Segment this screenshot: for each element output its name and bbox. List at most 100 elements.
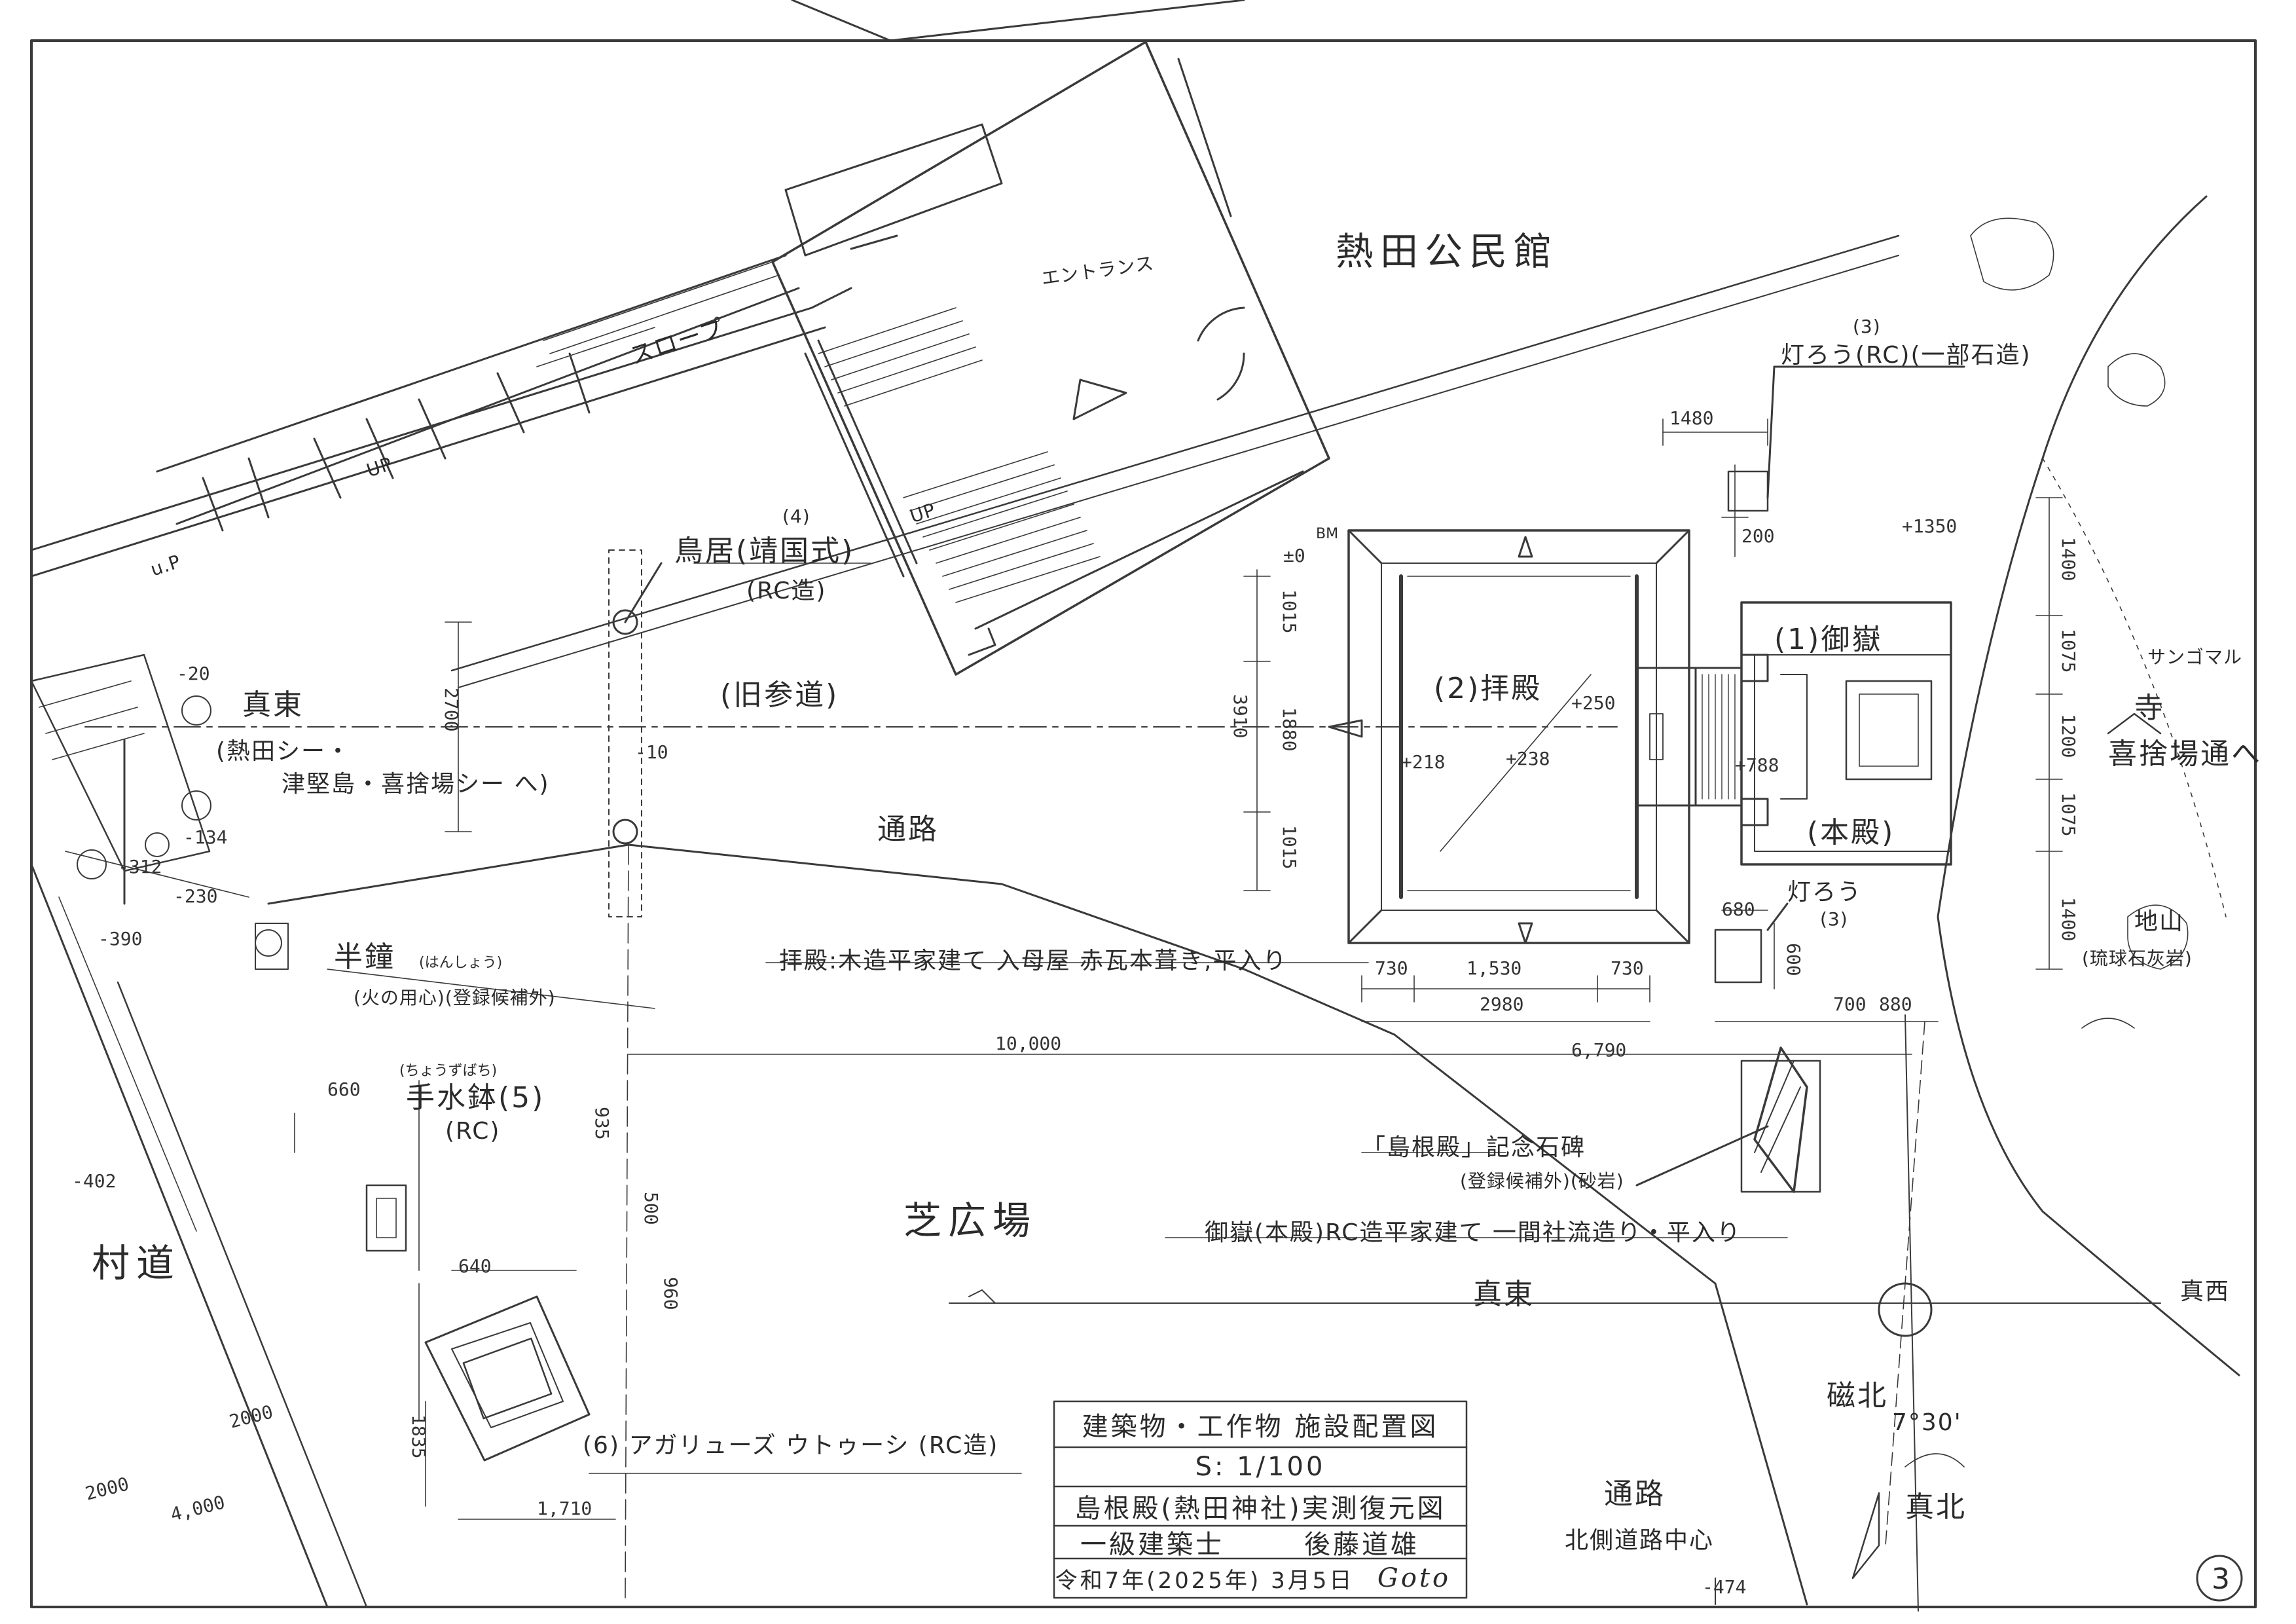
- dim-1710: 1,710: [537, 1498, 592, 1519]
- site-boundary-line: [30, 287, 852, 551]
- lantern-bottom-name: 灯ろう: [1787, 879, 1863, 906]
- title-block-frame: [1053, 1400, 1468, 1599]
- level-m230: -230: [173, 885, 218, 907]
- level-m10: -10: [635, 741, 668, 763]
- rock-edge: [1937, 195, 2240, 1376]
- level-m474: -474: [1702, 1576, 1747, 1598]
- honden-label: (1)御嶽: [1774, 623, 1883, 656]
- level-m390: -390: [98, 928, 143, 950]
- title-drawing-type: 建築物・工作物 施設配置図: [1082, 1412, 1439, 1442]
- title-scale: S: 1/100: [1195, 1452, 1326, 1482]
- dim-1835: 1835: [408, 1414, 429, 1459]
- road-bottom-label: 通路: [1604, 1477, 1666, 1511]
- true-east-label: 真東: [1473, 1278, 1535, 1311]
- lantern-top-marker: [1727, 365, 1965, 512]
- right-road-label: 喜捨場通へ: [2108, 737, 2262, 771]
- level-238: +238: [1506, 748, 1550, 769]
- agari-marker: [424, 1295, 591, 1462]
- village-road: [30, 654, 368, 1608]
- true-west-label: 真西: [2180, 1278, 2231, 1305]
- dimension-lines: [294, 418, 2063, 1520]
- dim-600: 600: [1783, 943, 1804, 976]
- haiden-label: (2)拝殿: [1434, 672, 1542, 705]
- lantern-top-number: (3): [1853, 316, 1881, 337]
- title-author: 後藤道雄: [1304, 1530, 1419, 1560]
- rock-name: 地山: [2134, 908, 2185, 935]
- level-218: +218: [1401, 751, 1446, 773]
- dim-10000: 10,000: [995, 1033, 1062, 1054]
- title-license: 一級建築士: [1080, 1530, 1224, 1560]
- bm-label: BM: [1316, 526, 1339, 542]
- dim-730b: 730: [1611, 957, 1644, 979]
- dim-660: 660: [327, 1079, 361, 1100]
- title-project: 島根殿(熱田神社)実測復元図: [1074, 1494, 1446, 1524]
- dim-1075b: 1075: [2058, 792, 2079, 837]
- lantern-top-name: 灯ろう(RC)(一部石造): [1781, 342, 2032, 369]
- dim-2700: 2700: [441, 688, 462, 732]
- bell-note: (火の用心)(登録候補外): [354, 987, 556, 1008]
- rock-note: (琉球石灰岩): [2082, 948, 2193, 969]
- dim-730a: 730: [1375, 957, 1408, 979]
- level-m134: -134: [183, 826, 228, 848]
- level-1350: +1350: [1902, 515, 1958, 537]
- passage-label: 通路: [877, 813, 939, 846]
- honden-note: 御嶽(本殿)RC造平家建て 一間社流造り・平入り: [1205, 1219, 1741, 1246]
- dim-1015a: 1015: [1279, 589, 1300, 634]
- right-road-top: サンゴマル: [2147, 646, 2243, 668]
- sheet-number-circle: [2196, 1555, 2243, 1602]
- community-hall-name: 熱田公民館: [1336, 229, 1559, 274]
- torii-gate: [608, 549, 663, 917]
- dim-1880: 1880: [1279, 707, 1300, 752]
- honden-building: [1740, 601, 1952, 866]
- monument-note: (登録候補外)(砂岩): [1460, 1170, 1624, 1192]
- magnetic-north-label: 磁北: [1827, 1379, 1888, 1412]
- dim-500: 500: [640, 1192, 662, 1225]
- chozu-material: (RC): [445, 1118, 501, 1145]
- declination-label: 7°30': [1892, 1409, 1962, 1436]
- torii-number: (4): [782, 506, 811, 527]
- monument-name: 「島根殿」記念石碑: [1362, 1134, 1586, 1161]
- lantern-bottom-number: (3): [1820, 908, 1848, 930]
- left-note-1: (熱田シー・: [216, 738, 352, 765]
- village-road-label: 村道: [92, 1241, 181, 1285]
- dim-935: 935: [591, 1107, 613, 1140]
- right-road-char: 寺: [2134, 692, 2165, 725]
- dim-1530: 1,530: [1467, 957, 1522, 979]
- old-approach-label: (旧参道): [720, 678, 839, 712]
- honden-sub: (本殿): [1807, 816, 1895, 849]
- level-250: +250: [1571, 692, 1616, 714]
- level-788: +788: [1735, 754, 1779, 776]
- agari-name: (6) アガリューズ ウトゥーシ (RC造): [583, 1432, 999, 1459]
- dim-680: 680: [1722, 898, 1755, 920]
- chozu-reading: (ちょうずばち): [399, 1063, 498, 1079]
- torii-name: 鳥居(靖国式): [674, 534, 855, 568]
- chozubachi-marker: [365, 1184, 407, 1252]
- lantern-bottom-marker: [1714, 902, 1789, 984]
- level-m312: -312: [118, 856, 162, 877]
- left-note-2: 津堅島・喜捨場シー へ): [282, 771, 550, 798]
- haiden-building: [1328, 529, 1743, 944]
- torii-material: (RC造): [746, 578, 827, 604]
- dim-700: 700: [1833, 993, 1867, 1015]
- level-m20: -20: [177, 663, 210, 684]
- dim-1075a: 1075: [2058, 629, 2079, 673]
- community-hall-building: [156, 0, 1330, 676]
- dim-1015b: 1015: [1279, 825, 1300, 870]
- level-zero: ±0: [1283, 545, 1305, 566]
- dim-1400b: 1400: [2058, 897, 2079, 942]
- bell-reading: (はんしょう): [419, 955, 503, 971]
- sheet-border: [30, 39, 2257, 1608]
- dim-6790: 6,790: [1571, 1039, 1627, 1061]
- title-date: 令和7年(2025年) 3月5日: [1055, 1567, 1355, 1594]
- dim-1480: 1480: [1669, 407, 1714, 429]
- lawn-label: 芝広場: [903, 1198, 1038, 1243]
- true-north-label: 真北: [1905, 1490, 1967, 1524]
- level-m402: -402: [72, 1170, 117, 1192]
- haiden-note: 拝殿:木造平家建て 入母屋 赤瓦本葺き,平入り: [779, 948, 1288, 974]
- monument-marker: [1635, 1046, 1821, 1193]
- chozu-name: 手水鉢(5): [406, 1081, 545, 1115]
- dim-640: 640: [458, 1255, 492, 1277]
- true-east-left-label: 真東: [242, 688, 304, 722]
- bell-name: 半鐘: [334, 940, 395, 974]
